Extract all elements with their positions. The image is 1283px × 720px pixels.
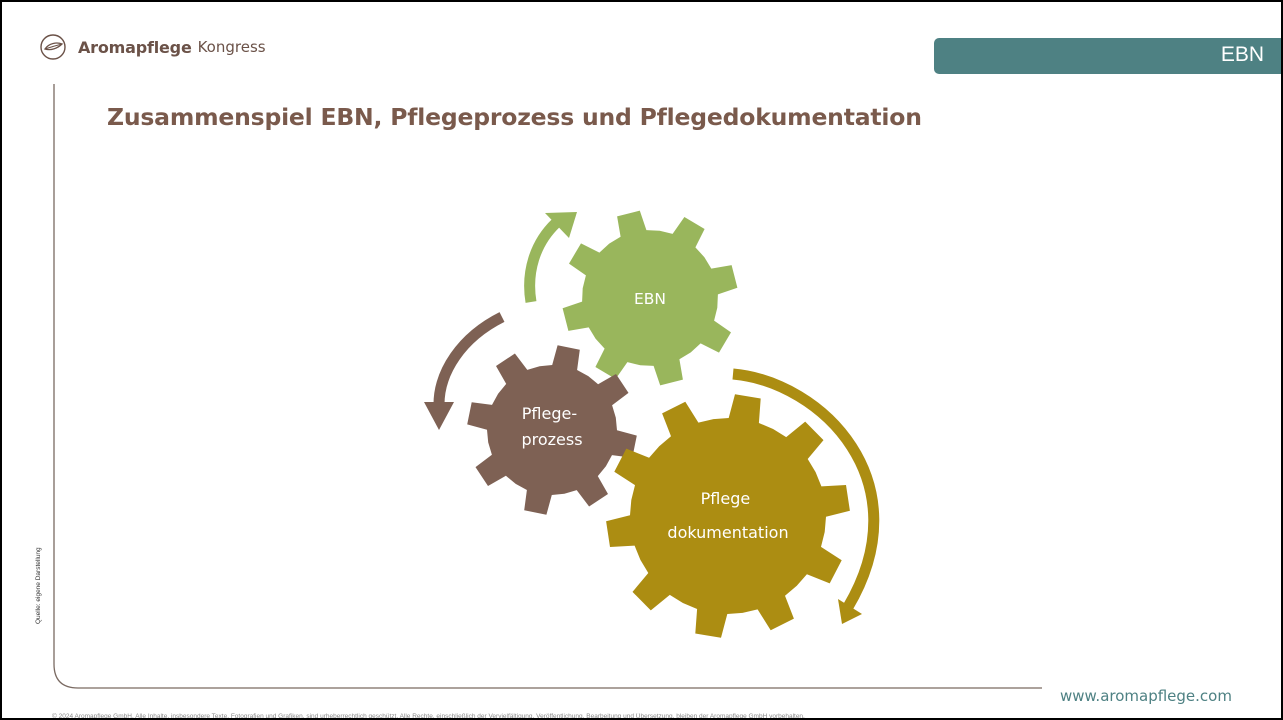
brand-subtitle: Kongress bbox=[197, 38, 266, 56]
website-link[interactable]: www.aromapflege.com bbox=[1060, 687, 1232, 705]
arrow-brown bbox=[424, 312, 505, 430]
gear-pflegeprozess-label: Pflege- prozess bbox=[521, 404, 582, 449]
slide-title: Zusammenspiel EBN, Pflegeprozess und Pfl… bbox=[107, 103, 922, 131]
section-tag-label: EBN bbox=[1220, 43, 1264, 66]
section-tag: EBN bbox=[934, 38, 1281, 74]
arrow-gold bbox=[732, 368, 880, 624]
gear-pflegedokumentation: Pflege dokumentation bbox=[606, 394, 850, 638]
brand-name: Aromapflege bbox=[78, 37, 192, 57]
leaf-logo-icon bbox=[40, 34, 66, 60]
gear-ebn: EBN bbox=[562, 210, 738, 386]
source-note: Quelle: eigene Darstellung bbox=[35, 547, 42, 624]
gear-pflegeprozess: Pflege- prozess bbox=[467, 345, 637, 515]
gear-ebn-label: EBN bbox=[634, 290, 666, 308]
arrow-green bbox=[524, 212, 577, 303]
copyright-notice: © 2024 Aromapflege GmbH. Alle Inhalte, i… bbox=[52, 713, 805, 720]
gear-pflegedokumentation-label: Pflege dokumentation bbox=[667, 489, 788, 542]
logo: Aromapflege Kongress bbox=[38, 32, 266, 62]
